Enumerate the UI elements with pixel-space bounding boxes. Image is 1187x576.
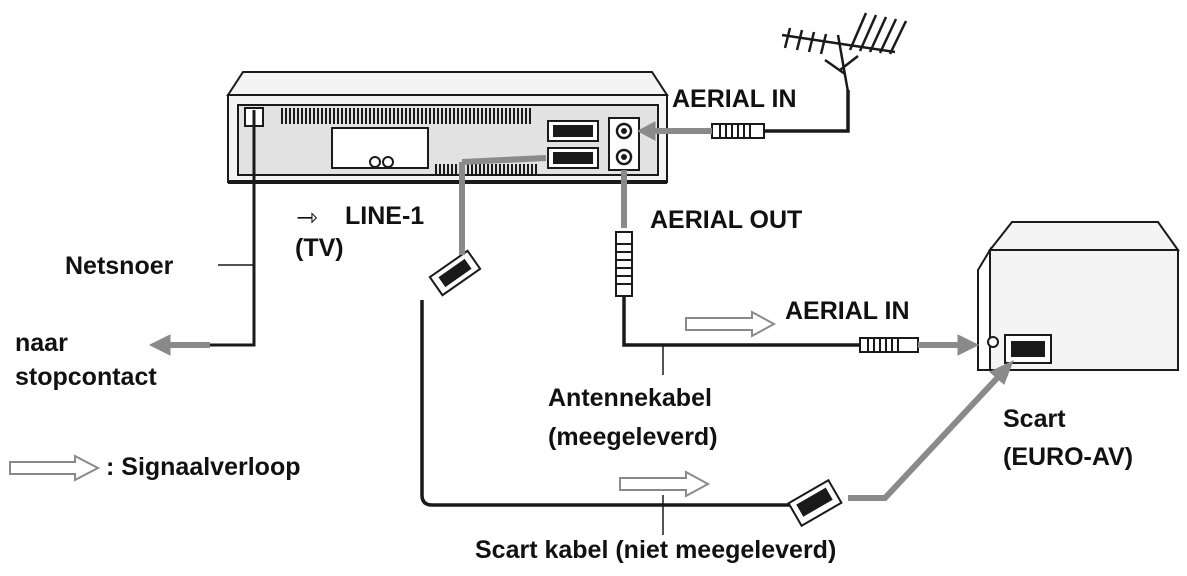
- power-cord: [210, 110, 256, 347]
- signal-hollow-arrow-aerial-icon: [685, 310, 777, 338]
- line1-input-icon: ⇾: [296, 202, 318, 232]
- aerial-out-label: AERIAL OUT: [650, 206, 803, 234]
- signal-legend-label: : Signaalverloop: [106, 453, 301, 481]
- naar-label: naar: [15, 329, 68, 357]
- antennekabel-label: Antennekabel: [548, 384, 712, 412]
- line1-tv-label: (TV): [295, 234, 344, 262]
- antenna-cable: [764, 90, 850, 133]
- antenna-cable-tv: [622, 295, 862, 347]
- line1-label: LINE-1: [345, 202, 425, 230]
- signal-legend-arrow-icon: [9, 454, 101, 482]
- signal-arrow-aerial-in-icon: [636, 121, 712, 141]
- signal-arrow-tv-scart-icon: [848, 360, 1014, 501]
- vcr-icon: [226, 71, 669, 184]
- antennekabel-sub-label: (meegeleverd): [548, 423, 718, 451]
- scart-plug-tv-icon: [787, 478, 843, 528]
- signal-arrow-power-icon: [148, 334, 210, 356]
- scart-kabel-label: Scart kabel (niet meegeleverd): [475, 536, 837, 564]
- tv-icon: [977, 221, 1180, 371]
- signal-arrow-scart-out-icon: [459, 155, 547, 255]
- netsnoer-label: Netsnoer: [65, 252, 174, 280]
- scart-cable: [420, 300, 792, 507]
- scart-euro-av-label: (EURO-AV): [1003, 443, 1134, 471]
- scart-label: Scart: [1003, 405, 1066, 433]
- stopcontact-label: stopcontact: [15, 363, 157, 391]
- signal-arrow-tv-aerial-icon: [918, 334, 980, 356]
- antenna-icon: [781, 12, 908, 93]
- aerial-plug-out-icon: [615, 231, 633, 297]
- signal-flow-arrows: [148, 121, 1014, 501]
- aerial-plug-tv-icon: [859, 337, 919, 353]
- tv-aerial-in-label: AERIAL IN: [785, 297, 910, 325]
- signal-hollow-arrow-scart-icon: [619, 470, 711, 498]
- aerial-in-label: AERIAL IN: [672, 85, 797, 113]
- aerial-plug-icon: [711, 123, 765, 139]
- scart-plug-vcr-icon: [428, 249, 482, 297]
